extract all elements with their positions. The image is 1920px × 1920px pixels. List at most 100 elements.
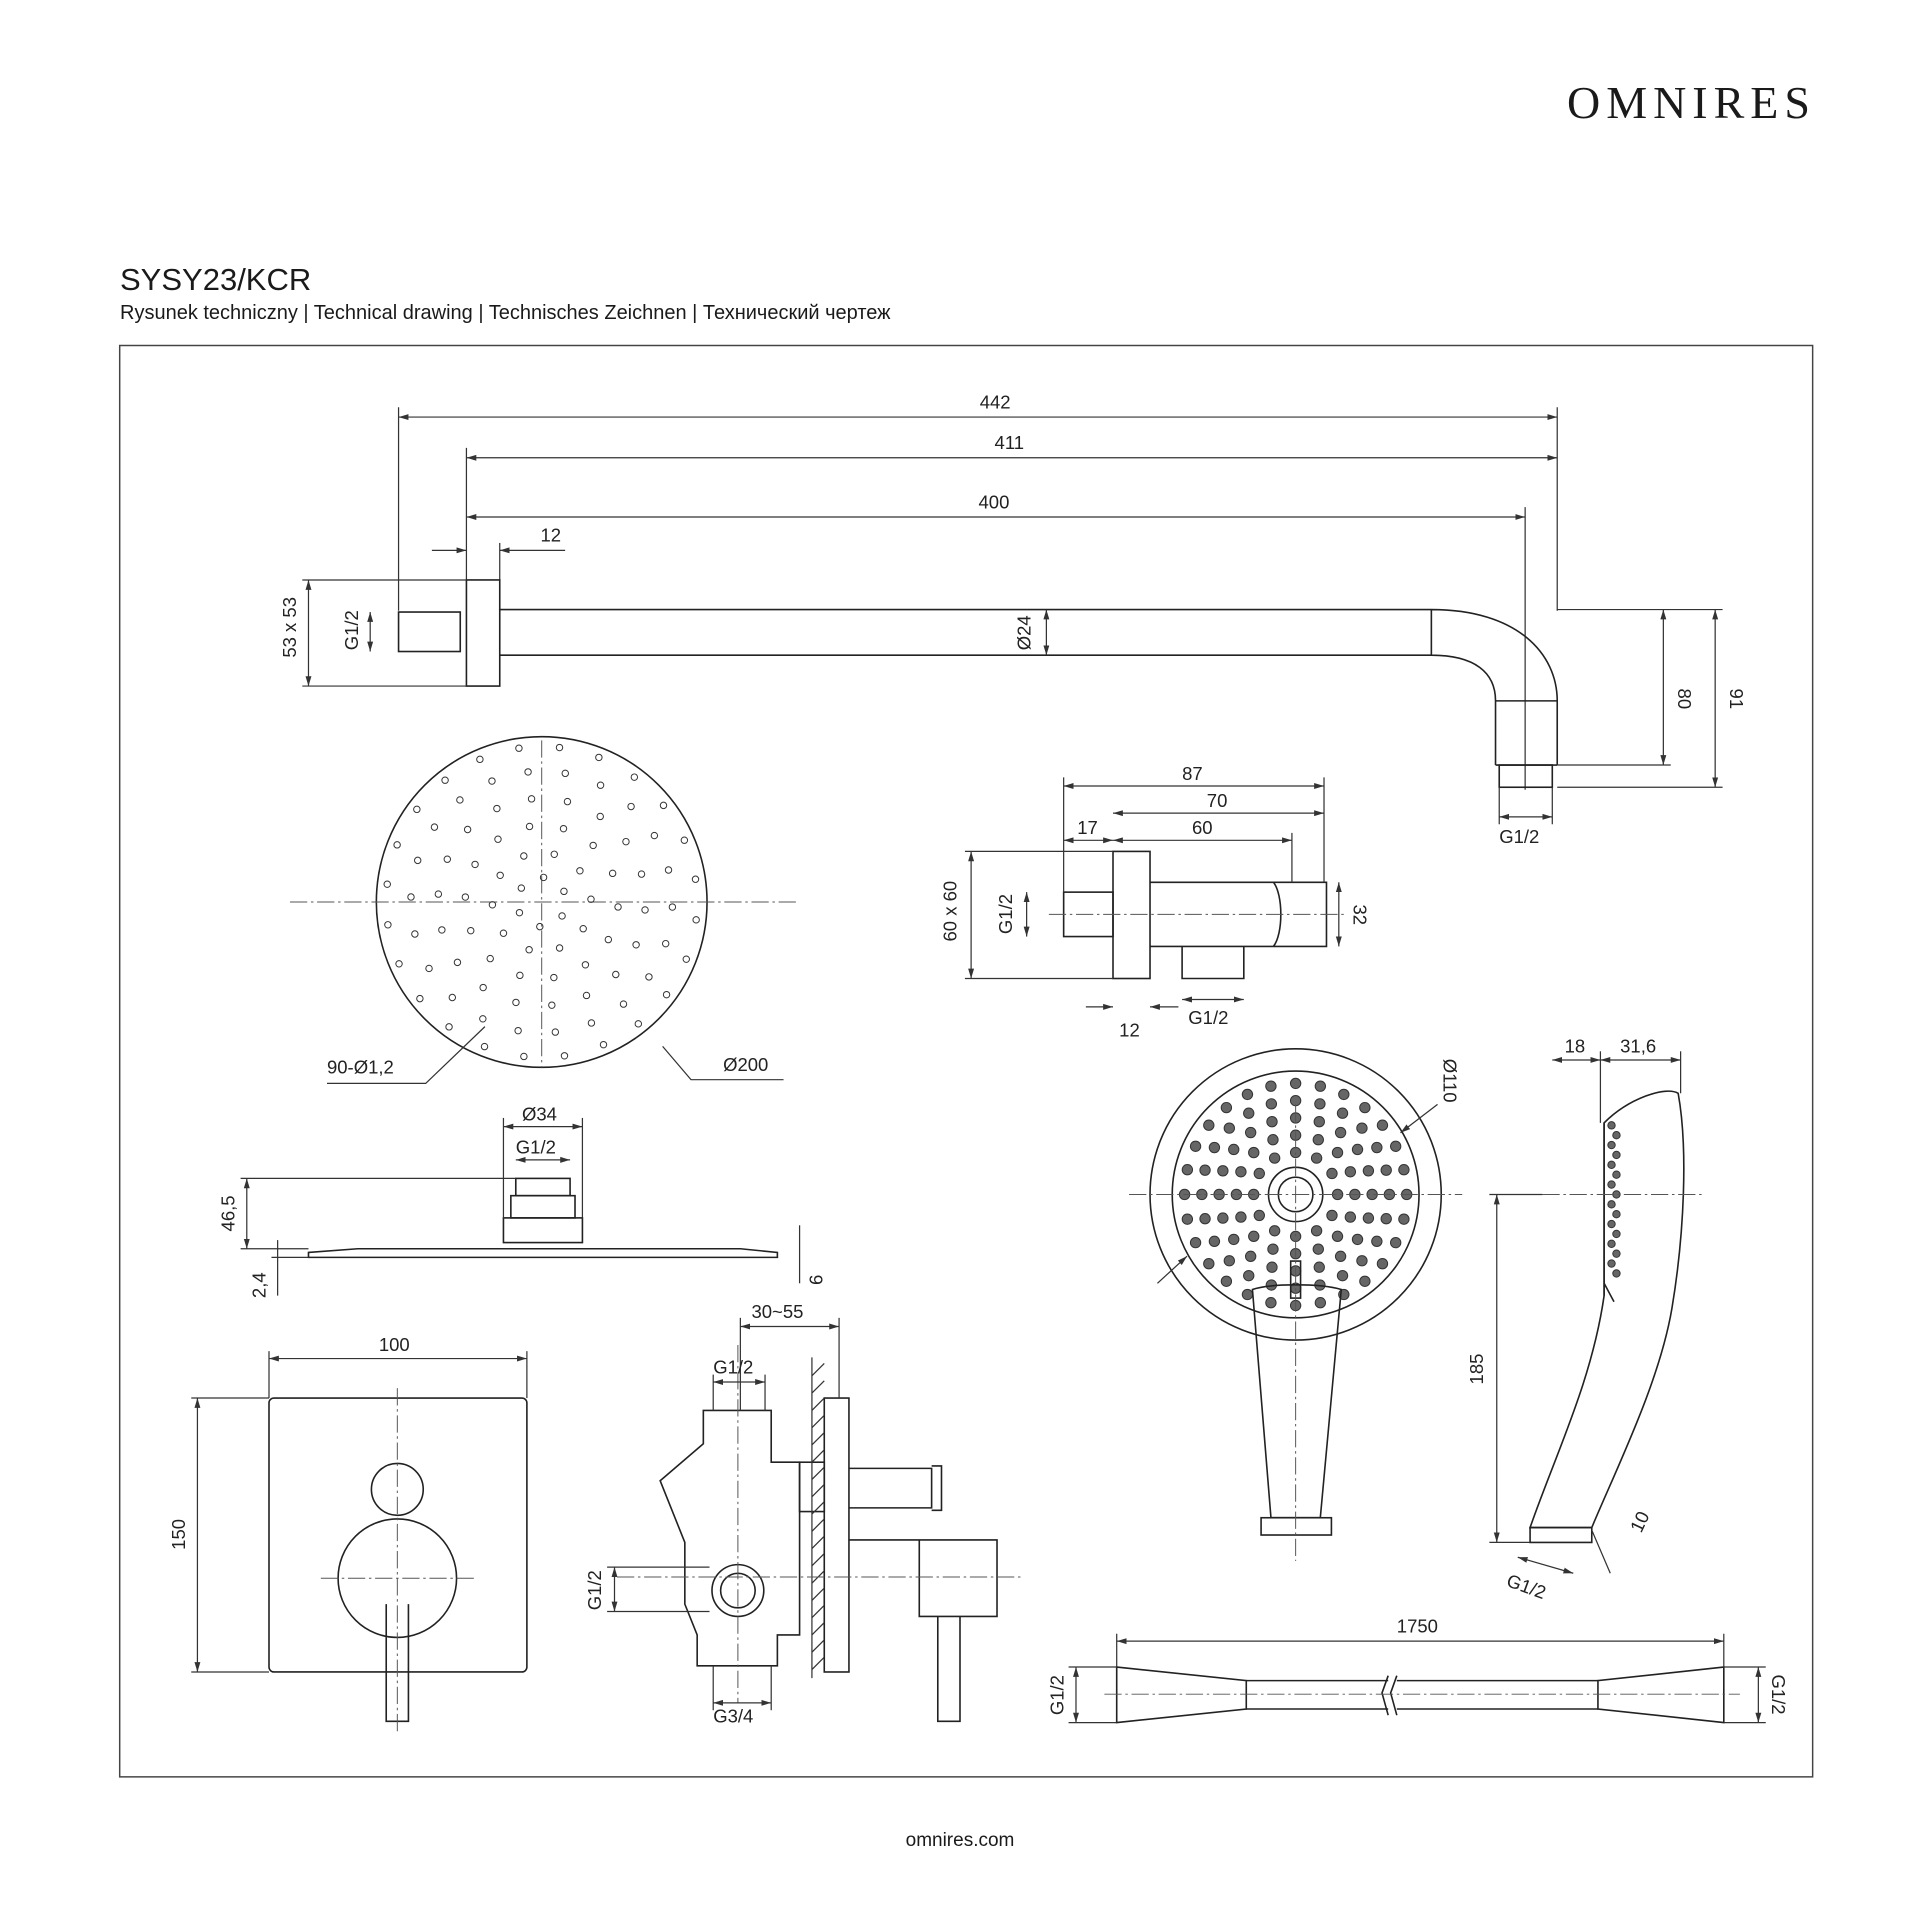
nozzle-dot: [1181, 1213, 1194, 1225]
nozzle-dot: [555, 944, 564, 952]
dim-mixer-width: 100: [379, 1334, 410, 1355]
nozzle-dot: [692, 916, 700, 924]
dim-thread-out: G1/2: [1499, 826, 1539, 847]
nozzle-dot: [416, 994, 424, 1003]
footer-url: omnires.com: [905, 1830, 1015, 1851]
nozzle-dot: [393, 841, 401, 849]
mixer-front-view: 100 150: [168, 1334, 528, 1734]
dim-hand-diameter: Ø110: [1440, 1059, 1461, 1103]
nozzle-dot: [659, 801, 668, 810]
nozzle-dot: [524, 768, 532, 776]
nozzle-dot: [560, 1052, 569, 1060]
hand-shower-front-view: Ø110: [1129, 1048, 1463, 1561]
nozzle-dot: [596, 781, 605, 789]
wall-hatch-line: [811, 1483, 825, 1498]
nozzle-dot: [525, 822, 534, 831]
nozzle-dot: [1612, 1131, 1621, 1140]
nozzle-dot: [579, 925, 587, 933]
nozzle-dot: [1253, 1209, 1265, 1222]
nozzle-dot: [608, 869, 617, 878]
nozzle-dot: [486, 954, 494, 963]
wall-hatch-line: [811, 1363, 825, 1377]
nozzle-dot: [682, 955, 690, 963]
dim-mixer-height: 150: [168, 1519, 189, 1550]
nozzle-dot: [539, 873, 548, 882]
nozzle-dot: [1289, 1094, 1302, 1107]
nozzle-dot: [1223, 1122, 1235, 1134]
mixer-side-view: 30~55 G1/2 G1/2 G3/4: [584, 1301, 1025, 1727]
nozzle-dot: [1235, 1166, 1247, 1178]
nozzle-dot: [1338, 1088, 1350, 1101]
wall-hatch-line: [811, 1587, 825, 1601]
nozzle-dot: [496, 871, 504, 880]
nozzle-dot: [1371, 1235, 1383, 1248]
dim-32: 32: [1350, 904, 1371, 925]
dim-70: 70: [1207, 790, 1228, 811]
nozzle-dot: [595, 753, 603, 762]
nozzle-dot: [1220, 1101, 1233, 1114]
dim-17: 17: [1077, 817, 1098, 838]
nozzle-dot: [1376, 1258, 1389, 1270]
nozzle-dot: [536, 922, 544, 931]
nozzle-dot: [587, 895, 595, 903]
nozzle-dot: [461, 893, 470, 901]
nozzle-dot: [1612, 1269, 1621, 1278]
nozzle-dot: [1607, 1121, 1616, 1130]
nozzle-dot: [1243, 1269, 1255, 1282]
nozzle-dot: [463, 825, 472, 834]
nozzle-dot: [1243, 1107, 1255, 1119]
nozzle-dot: [1289, 1077, 1302, 1090]
nozzle-dot: [1612, 1249, 1621, 1258]
nozzle-dot: [1390, 1140, 1402, 1152]
dim-411: 411: [995, 432, 1025, 453]
nozzle-dot: [1356, 1255, 1368, 1267]
nozzle-dot: [1362, 1212, 1375, 1224]
nozzle-dot: [632, 941, 640, 949]
nozzle-dot: [1244, 1250, 1257, 1263]
nozzle-dot: [1244, 1126, 1257, 1139]
dim-rain-diameter: Ø200: [723, 1054, 768, 1075]
nozzle-dot: [1371, 1141, 1383, 1154]
nozzle-dot: [1265, 1297, 1277, 1309]
nozzle-dot: [493, 804, 501, 813]
nozzle-dot: [1241, 1088, 1254, 1101]
wall-hatch-line: [811, 1397, 825, 1411]
dim-mixer-thread-bottom: G3/4: [713, 1706, 753, 1727]
nozzle-dot: [1267, 1243, 1279, 1255]
nozzle-dot: [456, 796, 464, 804]
nozzle-dot: [1344, 1211, 1357, 1223]
hose-view: 1750 G1/2 G1/2: [1047, 1615, 1789, 1724]
nozzle-dot: [1208, 1235, 1221, 1248]
nozzle-dot: [1612, 1229, 1621, 1239]
nozzle-dot: [627, 802, 635, 811]
dim-nozzles: 90-Ø1,2: [327, 1057, 394, 1078]
nozzle-dot: [691, 875, 700, 883]
nozzle-dot: [680, 836, 689, 844]
nozzle-dot: [448, 993, 457, 1002]
dim-18: 18: [1565, 1036, 1586, 1057]
drawing-subtitle: Rysunek techniczny | Technical drawing |…: [120, 302, 891, 324]
dim-outlet-thread-in: G1/2: [995, 894, 1016, 934]
nozzle-dot: [1228, 1233, 1240, 1246]
nozzle-dot: [1266, 1116, 1278, 1128]
hand-shower-side-view: 18 31,6 185 10 G1/2: [1466, 1036, 1703, 1603]
nozzle-dot: [516, 971, 524, 980]
nozzle-dot: [395, 960, 403, 968]
nozzle-dot: [480, 1042, 489, 1051]
nozzle-dot: [589, 841, 597, 850]
nozzle-dot: [1223, 1255, 1235, 1267]
dim-31: 31,6: [1620, 1036, 1656, 1057]
dim-outlet-flange: 60 x 60: [939, 881, 960, 942]
dim-hand-thread: G1/2: [1504, 1570, 1549, 1603]
nozzle-dot: [1612, 1170, 1621, 1179]
nozzle-dot: [425, 964, 433, 973]
nozzle-dot: [1334, 1250, 1347, 1263]
wall-hatch-line: [811, 1639, 825, 1653]
nozzle-dot: [622, 837, 630, 846]
nozzle-dot: [1607, 1259, 1616, 1268]
dim-hose-thread-right: G1/2: [1768, 1674, 1789, 1714]
nozzle-dot: [1199, 1164, 1211, 1176]
nozzle-dot: [1612, 1209, 1621, 1219]
nozzle-dot: [471, 860, 479, 869]
nozzle-dot: [561, 769, 569, 778]
